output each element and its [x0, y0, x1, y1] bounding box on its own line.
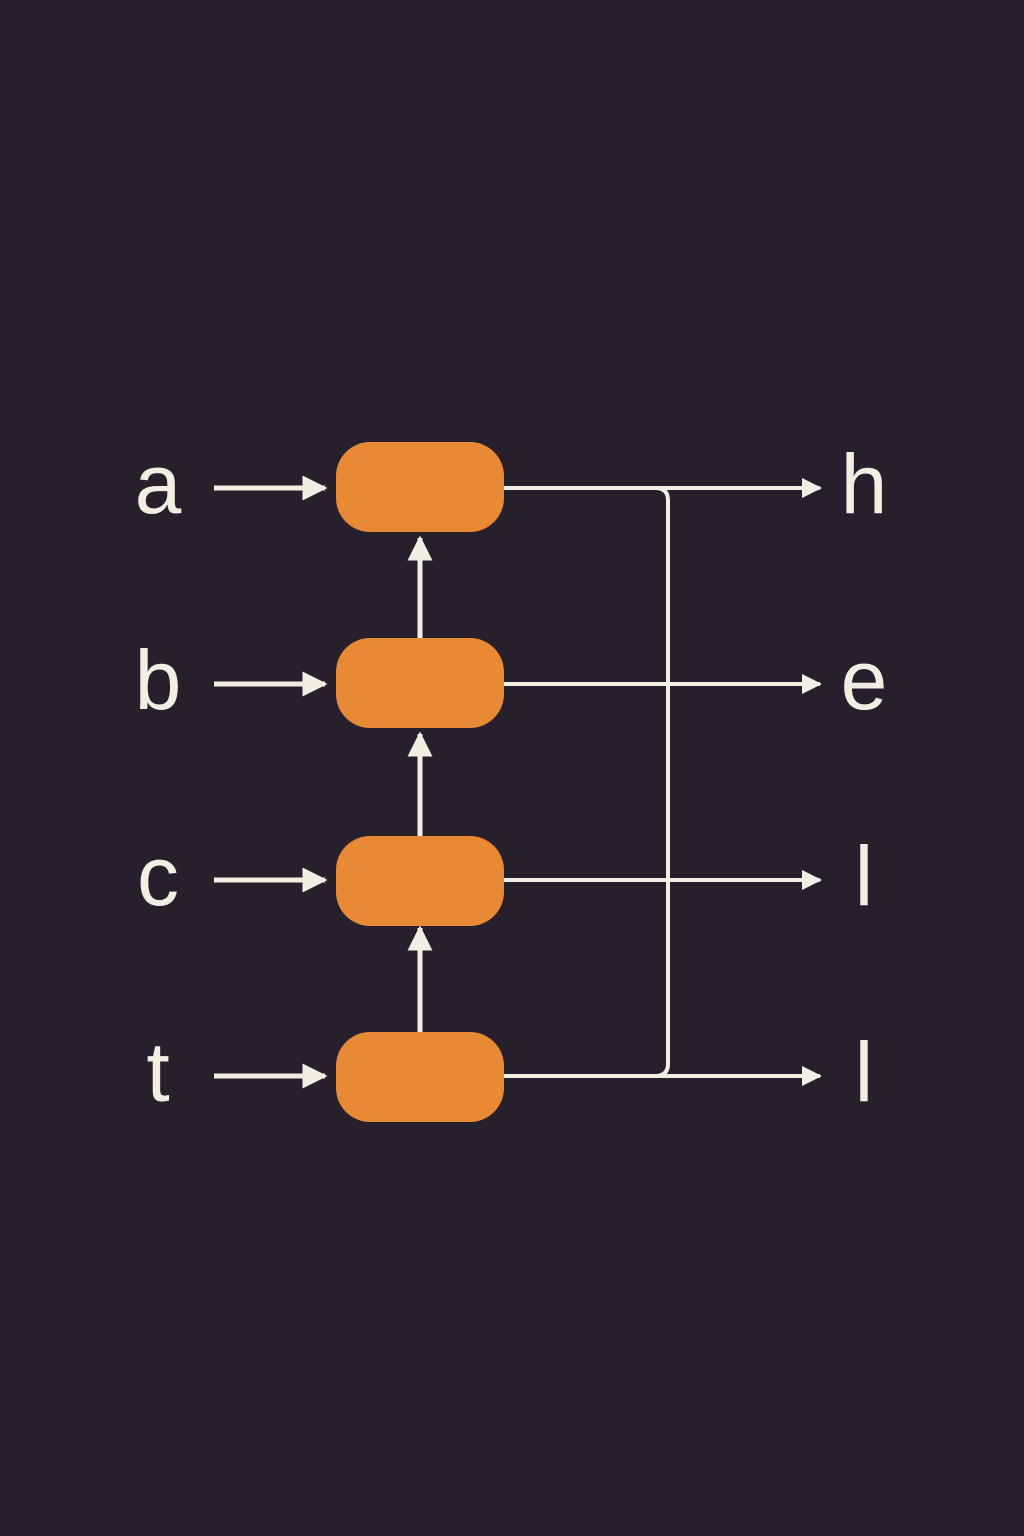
output-label-e: e — [841, 633, 888, 727]
input-label-b: b — [135, 633, 182, 727]
input-label-c: c — [137, 829, 179, 923]
input-label-a: a — [135, 437, 182, 531]
input-label-t: t — [146, 1025, 169, 1119]
output-label-l-first: l — [855, 829, 874, 923]
output-label-l-second: l — [855, 1025, 874, 1119]
rnn-cell-c — [336, 836, 504, 926]
output-label-h: h — [841, 437, 888, 531]
rnn-cell-a — [336, 442, 504, 532]
rnn-cell-t — [336, 1032, 504, 1122]
rnn-cell-b — [336, 638, 504, 728]
output-bracket-line — [654, 486, 670, 1078]
